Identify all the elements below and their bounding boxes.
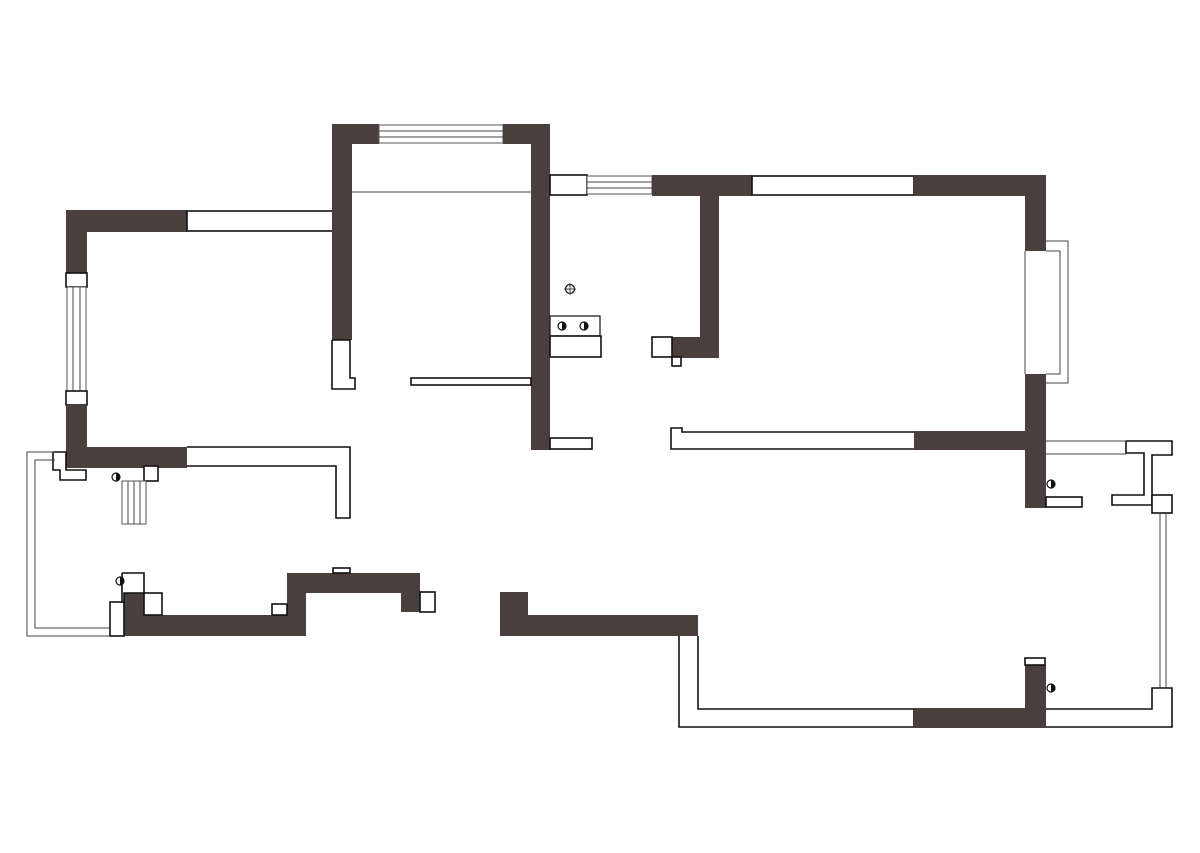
wall-south-left-stub5: [109, 601, 125, 637]
wall-center-east-foot: [549, 437, 593, 450]
gas-stove-icon: [549, 315, 601, 337]
wall-living-north-stub: [500, 592, 528, 616]
wall-left-bedroom-bottom: [66, 447, 187, 468]
wall-south-left-stub3: [419, 591, 436, 613]
wall-center-east: [531, 124, 550, 450]
wall-south-left-corner: [121, 572, 145, 603]
balcony-right-pier-mid: [1151, 494, 1173, 514]
wall-left-bedroom-west-upper: [66, 210, 87, 273]
bay-window-outer: [1046, 240, 1069, 384]
wall-living-east-pier-cap: [1024, 657, 1046, 666]
kitchen: [549, 174, 653, 358]
south-left-wall: [109, 567, 436, 637]
wall-living-east-pier: [1025, 665, 1046, 708]
kitchen-counter: [549, 335, 602, 358]
partition-center-bottom: [410, 377, 532, 386]
balcony-right-pier-top: [1111, 440, 1173, 506]
floor-drain-icon: [1046, 479, 1056, 489]
window-left-bedroom-top: [186, 210, 334, 232]
wall-center-top-left: [332, 124, 379, 144]
door-jamb-right-bedroom-small: [671, 356, 682, 367]
wall-south-left-stub2: [271, 603, 288, 616]
floor-drain-icon: [111, 472, 121, 482]
wall-right-bedroom-west: [700, 194, 719, 358]
room-left-bedroom: [52, 210, 351, 519]
wall-left-bedroom-west-stub: [65, 272, 88, 288]
wall-left-bedroom-top: [66, 210, 187, 232]
room-center-north: [331, 124, 593, 450]
wall-right-bedroom-top-right: [914, 175, 1046, 196]
wall-south-left-stub1: [143, 592, 163, 616]
room-right-bedroom: [651, 175, 1083, 508]
partition-right-bedroom-bottom: [670, 427, 914, 450]
wall-living-west: [678, 636, 915, 728]
window-kitchen: [586, 175, 653, 195]
wall-left-bedroom-bottom-partition: [187, 446, 351, 519]
bay-window-inner: [1046, 250, 1061, 375]
balcony-rail-inner: [34, 459, 110, 629]
right-balcony: [1046, 440, 1173, 688]
wall-living-north: [500, 615, 698, 636]
wall-center-west-end: [331, 339, 356, 390]
window-right-bedroom-top: [751, 175, 915, 196]
wall-right-bedroom-east-upper: [1025, 175, 1046, 251]
wall-south-left-stub4: [332, 567, 351, 574]
wall-living-south-right: [1046, 687, 1173, 728]
wall-south-left: [124, 573, 420, 636]
wall-right-bedroom-west-foot: [672, 337, 719, 358]
water-supply-point-icon: [564, 283, 576, 295]
wall-right-bedroom-bottom-right: [914, 431, 1046, 450]
wall-right-bedroom-top-left: [652, 175, 752, 196]
living-room: [500, 592, 1173, 728]
wall-left-bedroom-pier: [143, 465, 159, 482]
wall-center-west: [332, 124, 352, 340]
window-center-north: [378, 124, 504, 144]
floor-drain-icon: [115, 576, 125, 586]
left-balcony: [26, 451, 147, 637]
floor-drain-icon: [1046, 683, 1056, 693]
wall-left-bedroom-west-stub2: [65, 390, 88, 406]
balcony-rail-outer: [26, 451, 110, 637]
kitchen-window-stub: [549, 174, 588, 196]
door-jamb-right-bedroom: [651, 336, 673, 358]
window-left-bedroom-west: [66, 286, 87, 392]
wall-right-bedroom-east-foot: [1045, 496, 1083, 508]
wall-living-south-solid: [914, 708, 1046, 728]
wall-left-bedroom-corner-detail: [52, 451, 87, 481]
